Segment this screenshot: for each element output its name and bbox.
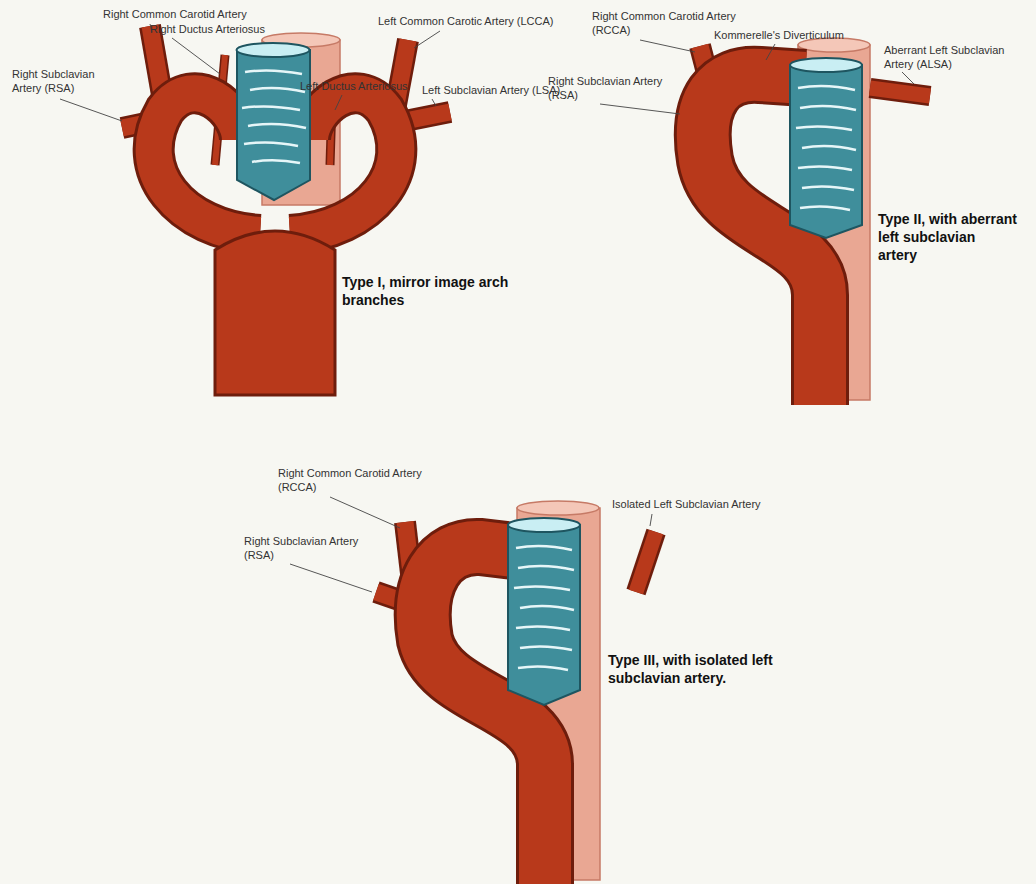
trachea (237, 43, 311, 200)
trachea (508, 518, 580, 705)
part-label: Right Ductus Arteriosus (150, 23, 300, 37)
part-label: Right Common Carotid Artery (103, 8, 273, 22)
part-label: Kommerelle's Diverticulum (714, 29, 884, 43)
aorta (122, 26, 450, 395)
isolated-subclavian (636, 532, 656, 592)
trachea (790, 58, 862, 238)
part-label: Right Subclavian Artery (RSA) (244, 535, 369, 563)
part-label: Right Common Carotid Artery (RCCA) (278, 467, 428, 495)
leader-lines (60, 24, 914, 592)
part-label: Right Subclavian Artery (RSA) (548, 75, 678, 103)
part-label: Aberrant Left Subclavian Artery (ALSA) (884, 44, 1029, 72)
type-caption: Type III, with isolated left subclavian … (608, 651, 803, 687)
type-caption: Type I, mirror image arch branches (342, 273, 547, 309)
part-label: Left Common Carotic Artery (LCCA) (378, 15, 578, 29)
part-label: Right Subclavian Artery (RSA) (12, 68, 122, 96)
type-caption: Type II, with aberrant left subclavian a… (878, 210, 1018, 265)
part-label: Isolated Left Subclavian Artery (612, 498, 812, 512)
